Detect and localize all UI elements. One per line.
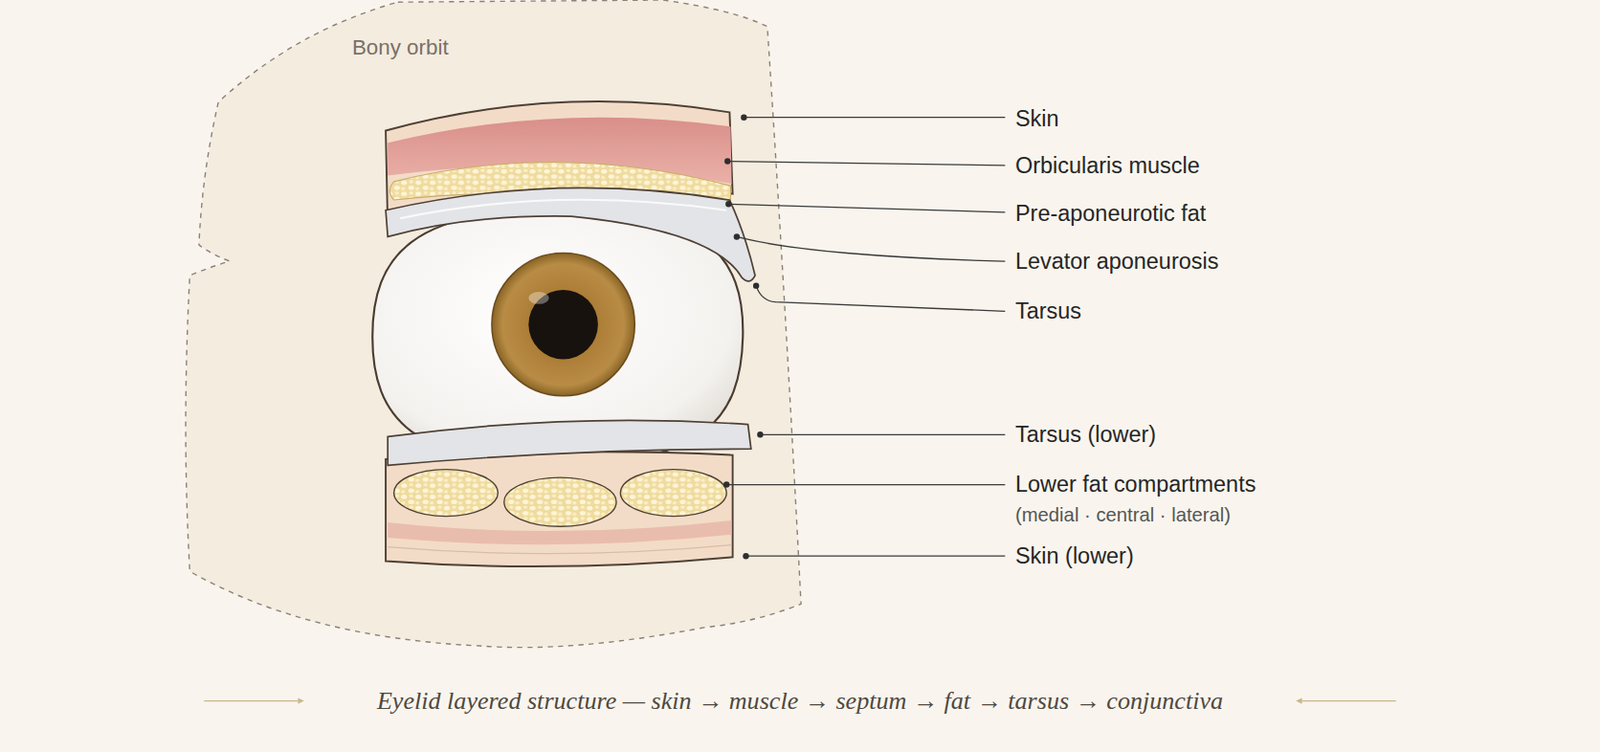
orbit-outline <box>185 0 801 648</box>
part-label: Lower fat compartments <box>1015 472 1256 498</box>
part-label: Orbicularis muscle <box>1015 154 1200 179</box>
lower-eyelid <box>385 420 752 567</box>
part-label: Tarsus <box>1015 299 1082 325</box>
part-label: Pre-aponeurotic fat <box>1015 201 1206 227</box>
upper-eyelid <box>385 101 756 282</box>
leader-lines <box>726 117 1005 557</box>
figure-caption: Eyelid layered structure — skin → muscle… <box>377 687 1223 716</box>
leader-dots <box>723 113 764 559</box>
part-label: Levator aponeurosis <box>1015 249 1219 275</box>
part-label: Skin (lower) <box>1015 544 1134 570</box>
region-label: Bony orbit <box>352 36 449 61</box>
part-label: Skin <box>1015 107 1060 133</box>
part-label: (medial · central · lateral) <box>1015 504 1231 526</box>
part-label: Tarsus (lower) <box>1015 422 1156 448</box>
